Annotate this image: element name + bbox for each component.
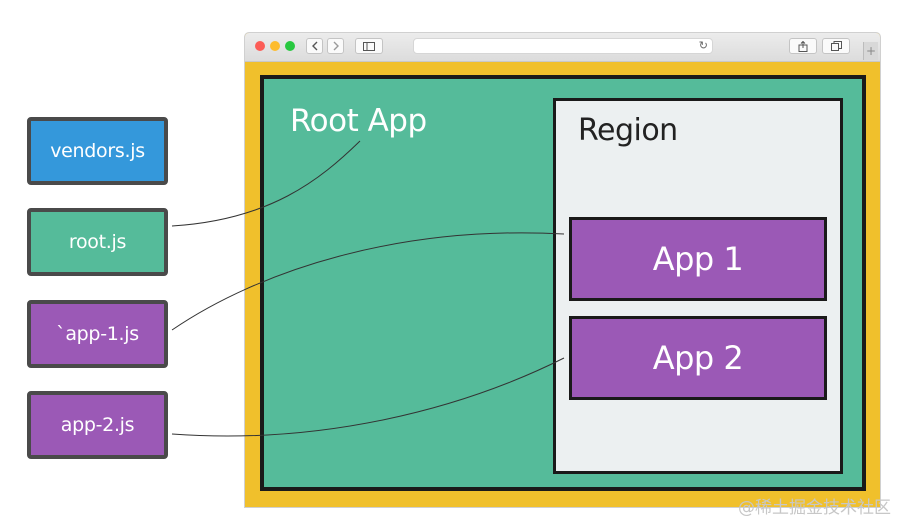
app-2-js-label: app-2.js (60, 414, 135, 436)
root-js-box: root.js (27, 208, 168, 276)
share-icon[interactable] (789, 38, 817, 54)
chevron-left-icon[interactable] (306, 38, 323, 54)
reload-icon[interactable]: ↻ (698, 39, 708, 52)
region-label: Region (578, 113, 678, 148)
url-bar[interactable]: ↻ (413, 38, 713, 54)
root-app-label: Root App (290, 103, 427, 139)
tabs-icon[interactable] (822, 38, 850, 54)
sidebar-icon[interactable] (355, 38, 383, 54)
app-2-js-box: app-2.js (27, 391, 168, 459)
app-2-label: App 2 (652, 339, 744, 377)
minimize-window-icon[interactable] (270, 41, 280, 51)
browser-window: ↻ + Root App Region App 1 App 2 (244, 32, 881, 508)
plus-icon[interactable]: + (863, 42, 878, 60)
close-window-icon[interactable] (255, 41, 265, 51)
watermark: @稀土掘金技术社区 (738, 498, 891, 518)
app-1-label: App 1 (652, 240, 744, 278)
browser-titlebar: ↻ + (245, 33, 880, 62)
chevron-right-icon[interactable] (327, 38, 344, 54)
region-panel: Region App 1 App 2 (553, 98, 843, 474)
vendors-js-label: vendors.js (50, 140, 145, 162)
vendors-js-box: vendors.js (27, 117, 168, 185)
app-1-js-box: `app-1.js (27, 300, 168, 368)
app-2-box: App 2 (569, 316, 827, 400)
root-app-panel: Root App Region App 1 App 2 (260, 75, 866, 491)
app-1-js-label: `app-1.js (56, 323, 139, 345)
maximize-window-icon[interactable] (285, 41, 295, 51)
app-1-box: App 1 (569, 217, 827, 301)
root-js-label: root.js (68, 231, 127, 253)
